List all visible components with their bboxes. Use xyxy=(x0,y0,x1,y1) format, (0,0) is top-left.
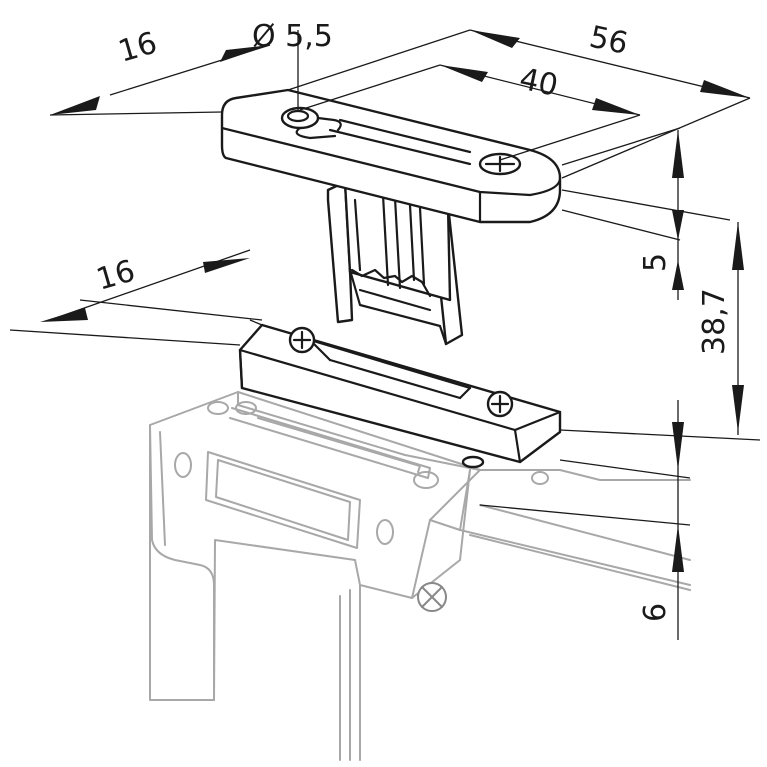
actuator-key xyxy=(220,88,562,346)
dim-total-length: 56 xyxy=(586,20,631,62)
mounting-frame xyxy=(149,391,691,761)
receiver-base xyxy=(238,323,562,469)
dim-hole-diameter: Ø 5,5 xyxy=(252,19,333,54)
dim-offset-top: 16 xyxy=(115,26,161,70)
dim-gap: 6 xyxy=(638,603,673,622)
dim-hole-spacing: 40 xyxy=(516,62,561,104)
dim-plate-thickness: 5 xyxy=(638,253,673,272)
dimension-labels: 16 Ø 5,5 56 40 5 38,7 16 6 xyxy=(93,19,732,622)
dimension-lines xyxy=(9,29,761,640)
dim-overall-height: 38,7 xyxy=(697,288,732,355)
